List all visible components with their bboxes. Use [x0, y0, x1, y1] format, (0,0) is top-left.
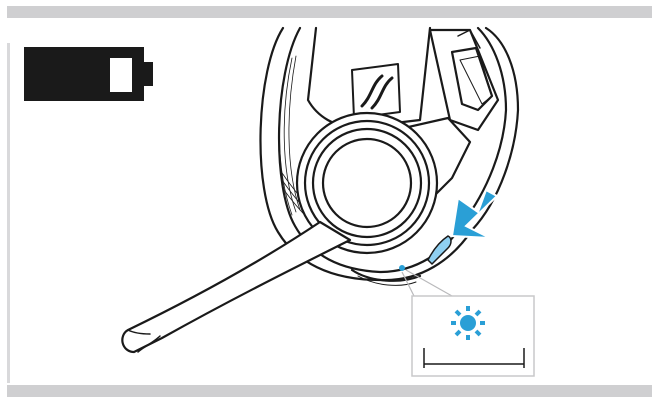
battery-icon: [24, 47, 153, 101]
led-callout-box: [412, 296, 534, 376]
